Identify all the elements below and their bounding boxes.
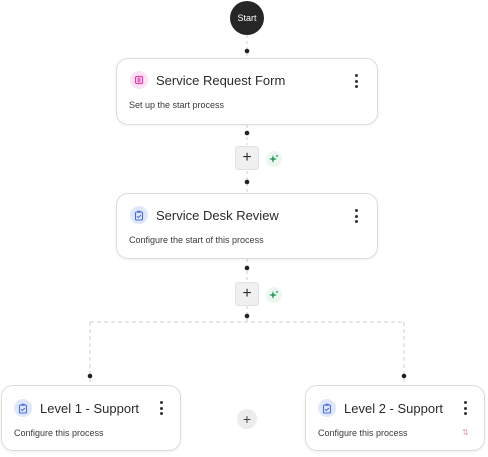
node-title: Level 2 - Support xyxy=(344,400,444,416)
sparkle-icon[interactable] xyxy=(266,151,282,167)
plus-icon: + xyxy=(242,149,252,166)
node-title: Service Request Form xyxy=(156,72,286,88)
add-branch-button[interactable]: + xyxy=(237,409,257,429)
add-step-button[interactable]: + xyxy=(235,282,259,306)
kebab-menu-icon[interactable] xyxy=(460,400,470,416)
node-description: Configure this process xyxy=(14,428,104,438)
node-description: Set up the start process xyxy=(129,100,225,110)
node-level-2-support[interactable]: Level 2 - Support Configure this process… xyxy=(305,385,485,451)
clipboard-icon xyxy=(14,399,32,417)
start-node[interactable]: Start xyxy=(230,1,264,35)
reorder-icon[interactable]: ⇅ xyxy=(462,428,469,437)
form-icon xyxy=(130,71,148,89)
kebab-menu-icon[interactable] xyxy=(351,208,361,224)
add-step-button[interactable]: + xyxy=(235,146,259,170)
clipboard-icon xyxy=(130,206,148,224)
sparkle-icon[interactable] xyxy=(266,287,282,303)
node-service-request-form[interactable]: Service Request Form Set up the start pr… xyxy=(116,58,378,125)
kebab-menu-icon[interactable] xyxy=(351,73,361,89)
plus-icon: + xyxy=(242,285,252,302)
plus-icon: + xyxy=(242,411,252,427)
start-label: Start xyxy=(237,13,257,23)
kebab-menu-icon[interactable] xyxy=(156,400,166,416)
clipboard-icon xyxy=(318,399,336,417)
node-title: Service Desk Review xyxy=(156,207,279,223)
node-description: Configure this process xyxy=(318,428,408,438)
node-title: Level 1 - Support xyxy=(40,400,140,416)
node-level-1-support[interactable]: Level 1 - Support Configure this process xyxy=(1,385,181,451)
node-service-desk-review[interactable]: Service Desk Review Configure the start … xyxy=(116,193,378,259)
node-description: Configure the start of this process xyxy=(129,235,264,245)
